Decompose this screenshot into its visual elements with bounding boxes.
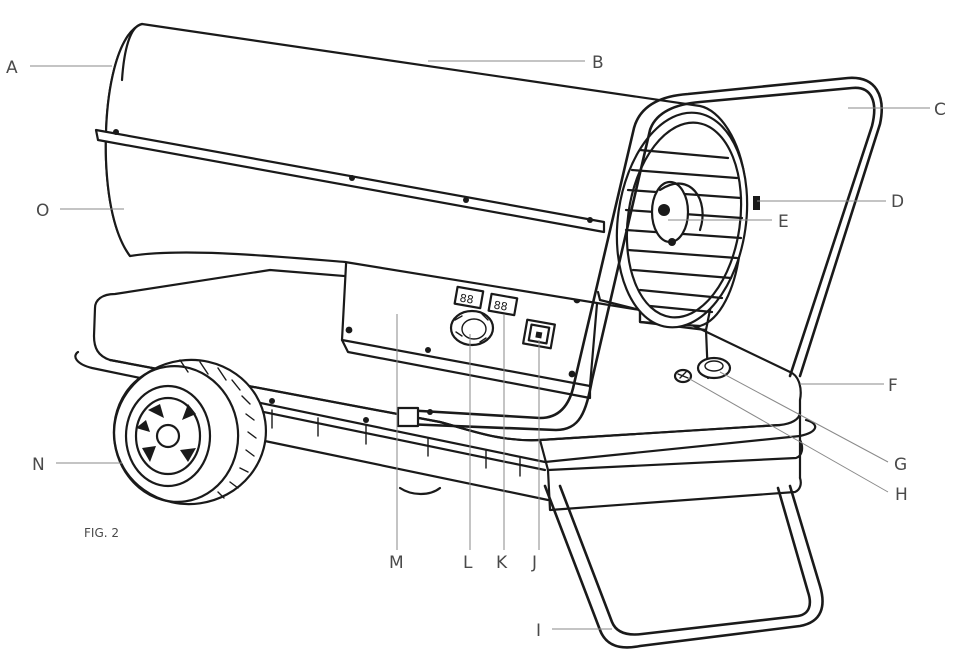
callout-h: H — [895, 485, 908, 505]
callout-g: G — [894, 455, 907, 475]
callout-m: M — [389, 553, 404, 573]
leader-lines — [30, 60, 930, 630]
callout-e: E — [778, 212, 789, 232]
callout-i: I — [536, 621, 541, 641]
power-switch — [522, 318, 556, 350]
callout-b: B — [592, 53, 604, 73]
callout-o: O — [36, 201, 49, 221]
callout-l: L — [463, 553, 473, 573]
callout-k: K — [496, 553, 508, 573]
fuel-gauge — [673, 368, 693, 384]
tray-stand — [543, 484, 824, 649]
callout-c: C — [934, 100, 946, 120]
wheel — [112, 358, 268, 506]
digital-display-group: 88 88 — [453, 285, 519, 317]
callout-j: J — [531, 553, 537, 573]
leader-g — [719, 371, 889, 463]
callout-a: A — [6, 58, 18, 78]
callout-d: D — [891, 192, 904, 212]
display-digits-1-icon: 88 — [459, 291, 475, 306]
callout-labels: A B C D E F G H I J K L M N O FIG. 2 — [6, 53, 946, 641]
leader-h — [687, 377, 889, 493]
display-digits-2-icon: 88 — [493, 298, 509, 313]
push-handle — [396, 76, 883, 432]
top-rail — [94, 128, 606, 234]
callout-n: N — [32, 455, 45, 475]
thermostat-knob — [449, 309, 495, 347]
figure-caption: FIG. 2 — [84, 526, 119, 540]
callout-f: F — [888, 376, 898, 396]
